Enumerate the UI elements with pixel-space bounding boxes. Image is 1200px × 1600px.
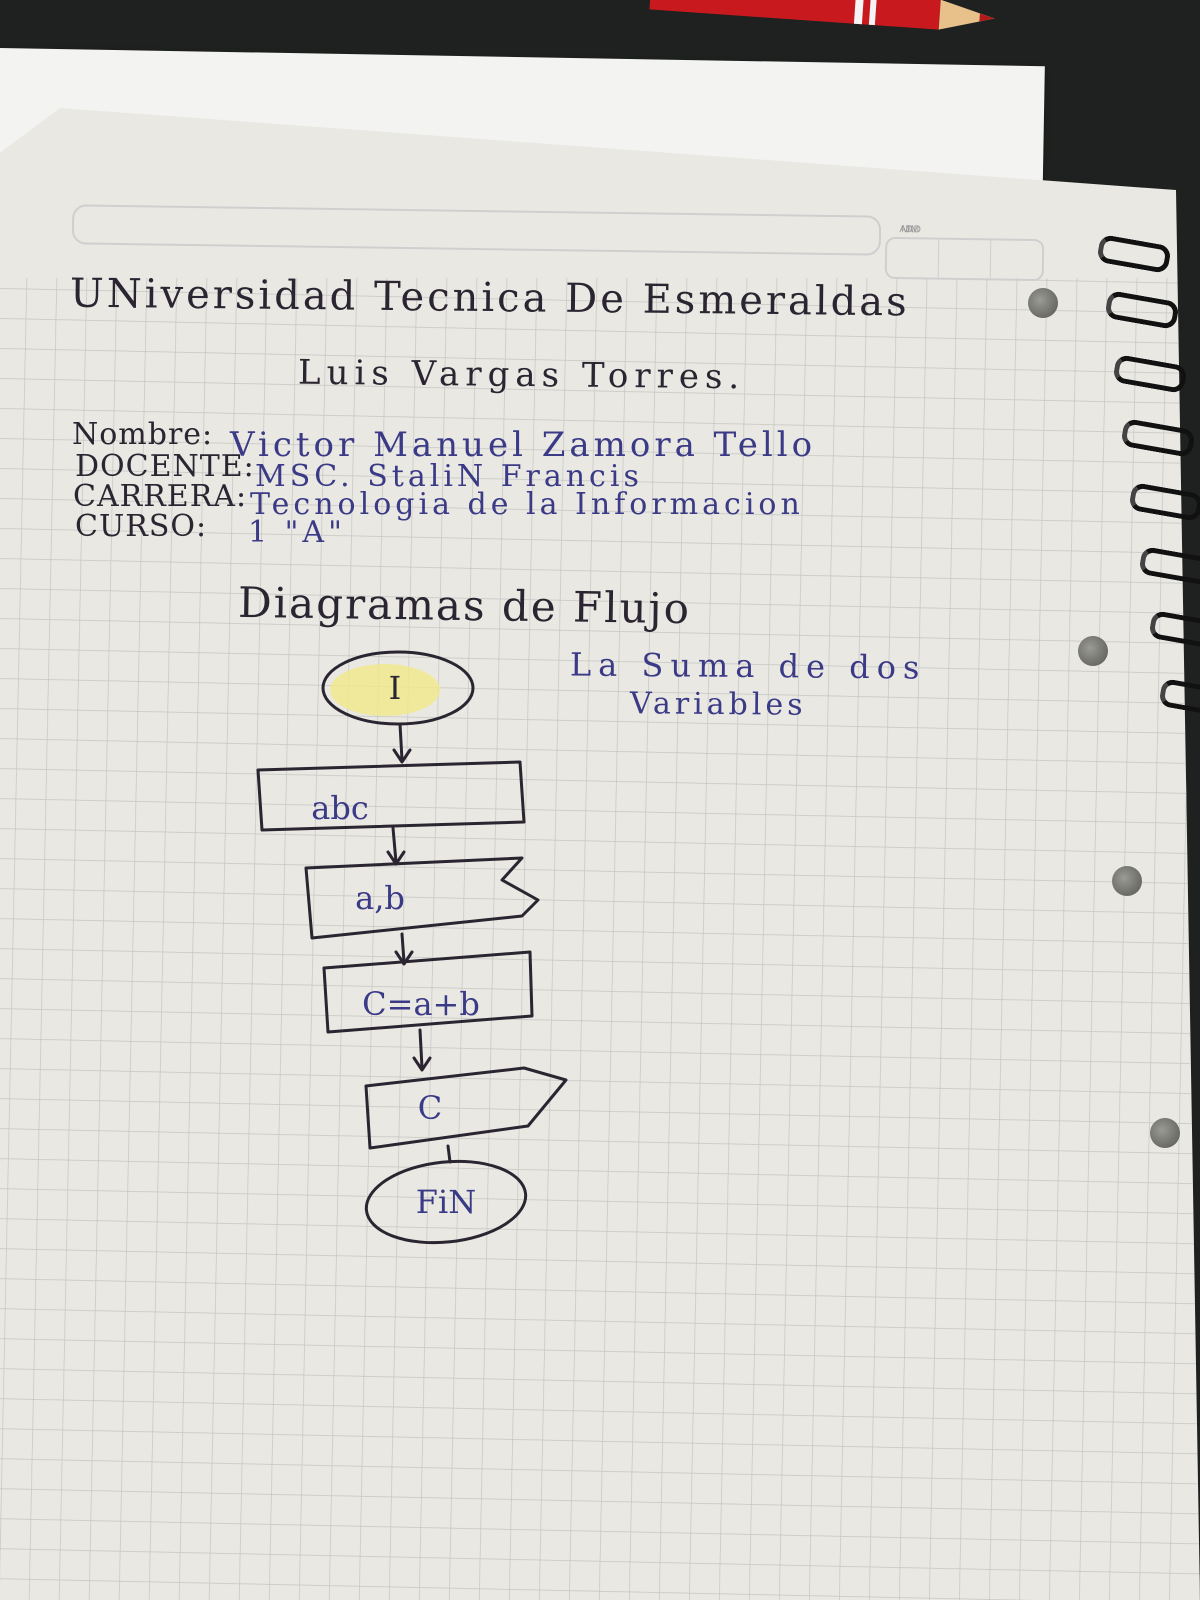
output-node-text: C (417, 1089, 443, 1127)
docente-label: DOCENTE: (75, 449, 255, 484)
arrow-4 (412, 1028, 432, 1072)
curso-label: CURSO: (75, 509, 208, 544)
arrow-2 (386, 826, 406, 866)
arrow-1 (392, 722, 412, 764)
red-pencil (649, 0, 995, 30)
end-terminator (364, 1159, 528, 1245)
punch-hole (1112, 866, 1142, 896)
process-box (322, 950, 534, 1034)
output-box (364, 1066, 568, 1150)
start-terminator-highlight (330, 664, 440, 716)
nombre-value: Victor Manuel Zamora Tello (230, 425, 817, 465)
end-node-text: FiN (415, 1183, 477, 1221)
process-node-text: C=a+b (362, 985, 480, 1023)
arrow-3 (394, 932, 414, 966)
carrera-label: CARRERA: (73, 479, 248, 514)
nombre-label: Nombre: (72, 417, 214, 452)
punch-hole (1028, 288, 1058, 318)
start-node-text: I (388, 669, 402, 707)
carrera-value: Tecnologia de la Informacion (250, 487, 804, 522)
start-terminator (321, 650, 475, 726)
input-node-text: a,b (355, 879, 405, 917)
grid-paper (0, 278, 1200, 1600)
arrow-5 (446, 1144, 452, 1164)
declaration-box (256, 760, 526, 832)
docente-value: MSC. StaliN Francis (255, 459, 643, 494)
curso-value: 1 "A" (248, 515, 346, 550)
punch-hole (1078, 636, 1108, 666)
input-box (304, 856, 540, 940)
punch-hole (1150, 1118, 1180, 1148)
declare-node-text: abc (311, 789, 369, 827)
notebook-page (0, 108, 1200, 1600)
